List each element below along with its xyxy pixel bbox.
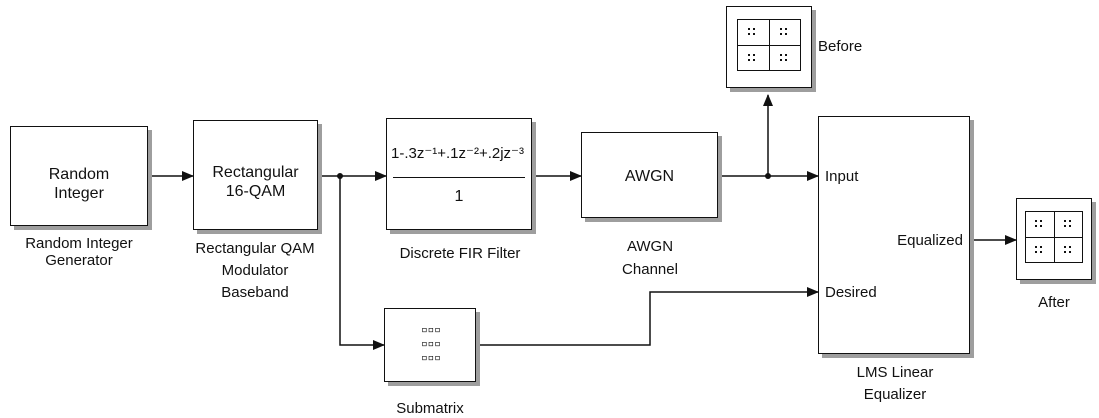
- fir-denominator: 1: [454, 188, 464, 205]
- awgn-channel-block[interactable]: AWGN: [581, 132, 718, 218]
- submatrix-dot-grid: ▫▫▫▫▫▫▫▫▫: [421, 323, 441, 364]
- submatrix-label: Submatrix: [396, 400, 464, 417]
- random-integer-label: Random Integer Generator: [25, 235, 133, 270]
- lms-port-equalized: Equalized: [897, 232, 963, 249]
- awgn-inner-text: AWGN: [624, 168, 675, 185]
- before-scope-display: [737, 19, 801, 71]
- after-scope-block[interactable]: [1016, 198, 1092, 280]
- random-integer-block[interactable]: Random Integer: [10, 126, 148, 226]
- fir-numerator: 1-.3z⁻¹+.1z⁻²+.2jz⁻³: [391, 145, 524, 162]
- lms-equalizer-block[interactable]: Input Desired Equalized: [818, 116, 970, 354]
- qam-inner-text: Rectangular 16-QAM: [212, 164, 299, 201]
- before-scope-label: Before: [818, 38, 863, 55]
- line-submatrix-to-lms: [476, 287, 819, 346]
- fir-fraction-line: [393, 177, 525, 178]
- after-scope-display: [1025, 211, 1083, 263]
- junction-dot-awgn: [765, 173, 771, 179]
- lms-port-desired: Desired: [825, 284, 877, 301]
- submatrix-block[interactable]: ▫▫▫▫▫▫▫▫▫: [384, 308, 476, 382]
- fir-filter-label: Discrete FIR Filter: [399, 245, 521, 262]
- lms-port-input: Input: [825, 168, 859, 185]
- after-scope-label: After: [1038, 294, 1070, 311]
- awgn-channel-label: AWGN Channel: [622, 238, 678, 278]
- fir-filter-block[interactable]: 1-.3z⁻¹+.1z⁻²+.2jz⁻³ 1: [386, 118, 532, 230]
- qam-modulator-label: Rectangular QAM Modulator Baseband: [195, 240, 315, 301]
- junction-dot-qam: [337, 173, 343, 179]
- line-qam-to-submatrix: [339, 176, 385, 350]
- random-integer-inner-text: Random Integer: [48, 166, 110, 203]
- before-scope-block[interactable]: [726, 6, 812, 88]
- lms-equalizer-label: LMS Linear Equalizer: [856, 364, 934, 403]
- qam-modulator-block[interactable]: Rectangular 16-QAM: [193, 120, 318, 230]
